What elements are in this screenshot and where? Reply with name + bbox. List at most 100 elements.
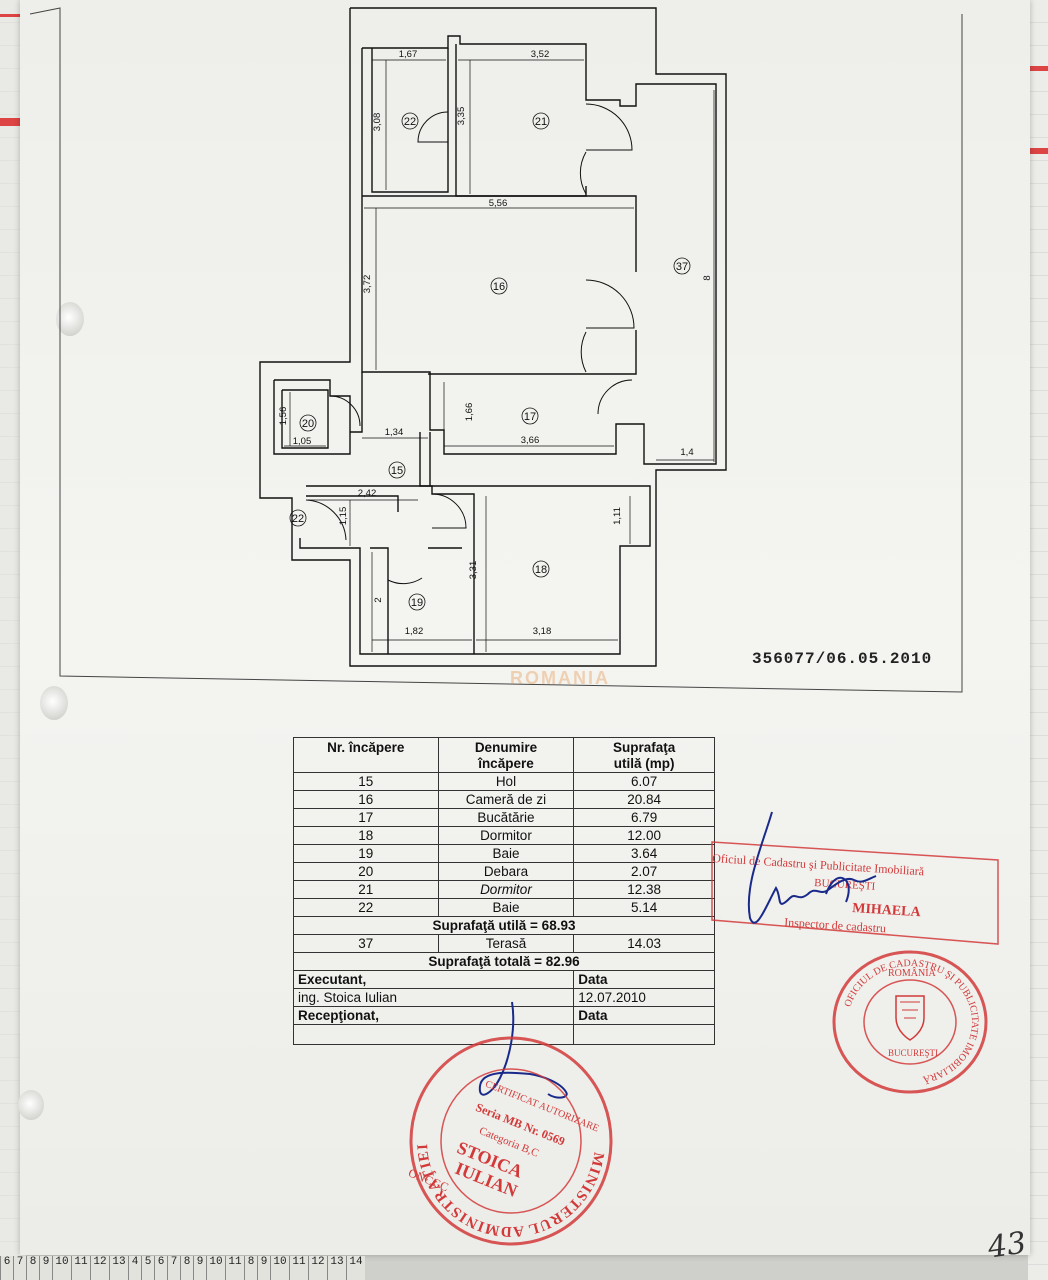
room-label: 21 <box>535 116 547 128</box>
dim-label: 3,31 <box>468 561 479 580</box>
room-label: 19 <box>411 597 423 609</box>
ruler-digit: 11 <box>289 1256 308 1280</box>
dimension-labels: 1,67 3,52 3,08 3,35 5,56 3,72 8 1,56 1,0… <box>278 49 713 637</box>
dim-label: 1,11 <box>612 507 623 525</box>
ocpi-round-stamp: OFICIUL DE CADASTRU ŞI PUBLICITATE IMOBI… <box>832 950 988 1094</box>
header-area: Suprafaţa utilă (mp) <box>573 737 715 773</box>
red-edge-right-2 <box>1030 148 1048 154</box>
executant-row: Executant,Data <box>292 970 715 989</box>
floor-plan: 22 21 16 37 20 17 15 22 19 18 1,67 3,52 … <box>29 7 963 693</box>
punch-hole <box>56 302 84 336</box>
dim-label: 1,56 <box>278 407 289 426</box>
red-edge-right <box>1030 66 1048 71</box>
ruler-digit: 8 <box>244 1256 257 1280</box>
walls <box>259 7 727 667</box>
dim-label: 1,15 <box>338 507 349 526</box>
room-22-left: 22 <box>289 509 307 527</box>
ruler-digit: 11 <box>71 1256 90 1280</box>
room-label: 37 <box>676 261 688 273</box>
punch-hole <box>40 686 68 720</box>
dim-label: 3,66 <box>521 435 540 446</box>
dim-label: 8 <box>702 275 713 280</box>
dim-label: 1,66 <box>464 403 475 422</box>
room-18: 18 <box>532 560 550 578</box>
room-label: 18 <box>535 564 547 576</box>
ruler-digit: 6 <box>0 1256 13 1280</box>
grand-total-row: Suprafaţă totală = 82.96 <box>293 952 715 971</box>
reference-code: 356077/06.05.2010 <box>752 650 933 668</box>
ruler-digit: 4 <box>128 1256 141 1280</box>
ruler-digit: 8 <box>180 1256 193 1280</box>
dim-label: 3,18 <box>533 626 552 637</box>
room-label: 15 <box>391 465 403 477</box>
room-19: 19 <box>408 593 426 611</box>
room-16: 16 <box>490 277 508 295</box>
coat-of-arms-icon <box>895 995 925 1041</box>
dim-label: 3,35 <box>456 107 467 126</box>
ruler-digit: 8 <box>26 1256 39 1280</box>
ruler-digit: 10 <box>206 1256 225 1280</box>
room-label: 16 <box>493 281 505 293</box>
ocpi-line: MIHAELA <box>852 901 922 920</box>
dim-label: 3,08 <box>372 113 383 132</box>
dim-label: 1,05 <box>293 436 312 447</box>
dim-label: 1,82 <box>405 626 424 637</box>
room-37: 37 <box>673 257 691 275</box>
rooms-table: Nr. încăpere Denumire încăpere Suprafaţa… <box>292 737 715 1045</box>
useful-total-row: Suprafaţă utilă = 68.93 <box>293 916 715 935</box>
ruler-digit: 14 <box>346 1256 365 1280</box>
ruler-digit: 5 <box>141 1256 154 1280</box>
red-edge-left-2 <box>0 14 20 17</box>
room-22-top: 22 <box>401 112 419 130</box>
ruler-digit: 6 <box>154 1256 167 1280</box>
room-21: 21 <box>532 112 550 130</box>
dim-label: 5,56 <box>489 198 508 209</box>
round-stamp-text: BUCUREŞTI <box>888 1048 938 1058</box>
doors <box>305 103 635 585</box>
ocpi-line: Inspector de cadastru <box>784 915 887 935</box>
plan-frame <box>29 7 963 693</box>
ruler-digit: 11 <box>225 1256 244 1280</box>
punch-hole <box>18 1090 44 1120</box>
receptionat-row: Recepţionat,Data <box>292 1006 715 1025</box>
ruler-digit: 9 <box>257 1256 270 1280</box>
dim-label: 1,4 <box>680 447 693 458</box>
ruler-digit: 10 <box>52 1256 71 1280</box>
room-label: 20 <box>302 418 314 430</box>
ruler-digit: 13 <box>327 1256 346 1280</box>
ruler-digit: 7 <box>167 1256 180 1280</box>
table-header: Nr. încăpere Denumire încăpere Suprafaţa… <box>293 737 715 773</box>
ruler-digit: 12 <box>90 1256 109 1280</box>
dim-label: 1,34 <box>385 427 404 438</box>
signature-inspector <box>747 811 877 924</box>
ruler-digit: 9 <box>193 1256 206 1280</box>
dimension-lines <box>284 59 715 652</box>
dim-label: 1,67 <box>399 49 418 60</box>
room-label: 22 <box>292 513 304 525</box>
red-edge-left <box>0 118 26 126</box>
ruler-digit: 12 <box>308 1256 327 1280</box>
room-label: 17 <box>524 411 536 423</box>
ruler-digit: 10 <box>270 1256 289 1280</box>
certification-round-stamp: MINISTERUL ADMINISTRAŢIEI PUBLICE CERTIF… <box>406 1034 613 1246</box>
dim-label: 2,42 <box>358 488 377 499</box>
ruler-digit: 9 <box>39 1256 52 1280</box>
ruler-digit: 7 <box>13 1256 26 1280</box>
round-stamp-text: ROMÂNIA <box>888 967 937 979</box>
header-name: Denumire încăpere <box>437 737 575 773</box>
signature-executant <box>478 1001 568 1099</box>
dim-label: 2 <box>373 597 384 602</box>
room-15: 15 <box>388 461 406 479</box>
room-label: 22 <box>404 116 416 128</box>
room-17: 17 <box>521 407 539 425</box>
room-labels: 22 21 16 37 20 17 15 22 19 18 <box>289 112 691 611</box>
